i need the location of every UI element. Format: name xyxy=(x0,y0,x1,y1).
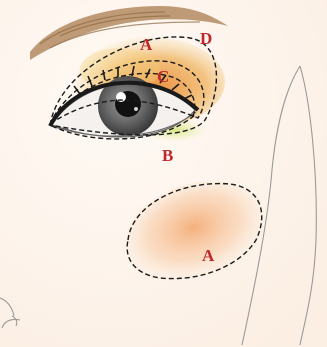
label-crease-zone: C xyxy=(157,67,169,86)
label-upper-lid-zone: A xyxy=(140,35,153,54)
label-brow-bone-zone: D xyxy=(200,29,212,48)
label-under-eye-zone: B xyxy=(162,146,173,165)
label-cheek-zone: A xyxy=(202,246,215,265)
